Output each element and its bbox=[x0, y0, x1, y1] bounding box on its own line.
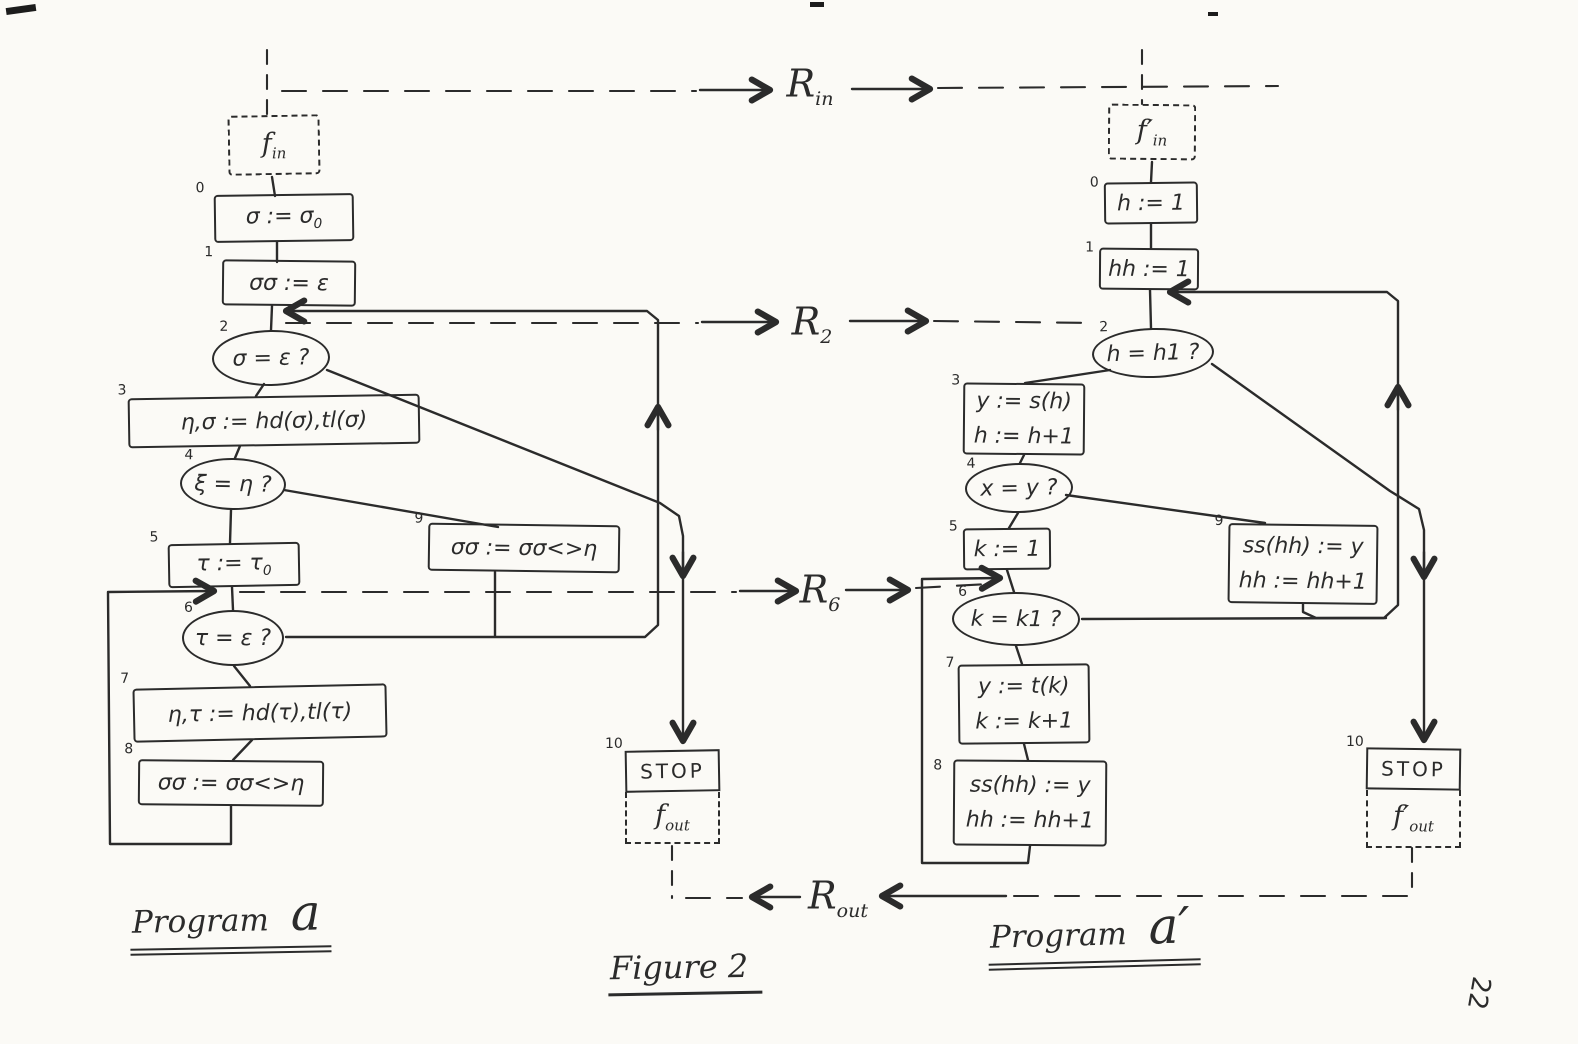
a-node-5-assign: 5 τ := τ0 bbox=[149, 529, 301, 589]
scan-artifact bbox=[1208, 12, 1218, 16]
a-edge-5-6 bbox=[230, 585, 235, 612]
a-loop-8-to-6 bbox=[106, 577, 233, 846]
a-edge-6-7 bbox=[232, 664, 252, 688]
ap-edge-5-6 bbox=[1005, 568, 1016, 594]
ap-node-5-assign: 5 k := 1 bbox=[949, 518, 1052, 571]
a-exit-box: fout bbox=[625, 792, 720, 844]
relation-label-r-out: Rout bbox=[808, 873, 868, 922]
ap-stop-box: STOP bbox=[1365, 747, 1462, 791]
ap-edge-3-4 bbox=[1018, 453, 1026, 465]
a-loop-back-to-2 bbox=[282, 297, 660, 639]
a-node-0-assign: 0 σ := σ0 bbox=[195, 180, 355, 243]
a-entry-box: fin bbox=[227, 114, 321, 176]
a-node-8-assign: 8 σσ := σσ<>η bbox=[124, 741, 325, 807]
scan-artifact bbox=[810, 2, 824, 7]
a-node-9-assign: 9 σσ := σσ<>η bbox=[414, 510, 621, 574]
a-branch-2-to-stop bbox=[325, 368, 697, 745]
a-edge-7-8 bbox=[231, 738, 254, 762]
ap-edge-2-3 bbox=[1023, 368, 1112, 385]
r-6-dash-right bbox=[914, 582, 990, 590]
a-node-1-assign: 1 σσ := ε bbox=[204, 244, 357, 307]
relation-label-r-2: R2 bbox=[791, 299, 833, 348]
ap-exit-box: f′out bbox=[1366, 790, 1461, 848]
a-flow-edges bbox=[106, 175, 697, 846]
ap-loop-back-to-2 bbox=[1080, 278, 1400, 621]
ap-loop-8-to-6 bbox=[920, 564, 1032, 865]
r-in-dash-right bbox=[936, 84, 1280, 90]
ap-node-6-test: 6 k = k1 ? bbox=[951, 584, 1081, 647]
ap-node-7-assign: 7 y := t(k)k := k+1 bbox=[945, 655, 1091, 745]
a-node-7-assign: 7 η,τ := hd(τ),tl(τ) bbox=[120, 671, 388, 743]
a-node-3-assign: 3 η,σ := hd(σ),tl(σ) bbox=[117, 382, 421, 449]
a-stop-node: 10 STOP fout bbox=[605, 736, 721, 844]
a-edge-1-2 bbox=[269, 304, 274, 332]
relation-label-r-in: Rin bbox=[786, 61, 834, 110]
ap-node-3-assign: 3 y := s(h)h := h+1 bbox=[951, 372, 1086, 456]
a-edge-3-4 bbox=[233, 444, 242, 460]
relation-label-r-6: R6 bbox=[799, 567, 841, 616]
a-branch-4-to-9 bbox=[282, 488, 500, 529]
ap-branch-2-to-stop bbox=[1210, 362, 1438, 744]
ap-edge-9-down bbox=[1301, 602, 1388, 620]
a-edge-4-5 bbox=[228, 508, 233, 545]
a-edge-entry-0 bbox=[270, 175, 277, 198]
a-stop-box: STOP bbox=[624, 749, 721, 793]
relation-dashed-lines bbox=[238, 48, 1414, 900]
ap-flow-edges bbox=[920, 160, 1438, 865]
a-node-6-test: 6 τ = ε ? bbox=[182, 600, 284, 666]
ap-edge-entry-0 bbox=[1149, 160, 1154, 184]
relation-arrows bbox=[698, 75, 1008, 911]
a-edge-2-3 bbox=[254, 382, 266, 398]
ap-edge-4-5 bbox=[1007, 511, 1020, 530]
ap-branch-4-to-9 bbox=[1064, 493, 1267, 525]
ap-stop-node: 10 STOP f′out bbox=[1346, 734, 1462, 848]
page-number: 22 bbox=[1460, 974, 1497, 1012]
ap-edge-1-2 bbox=[1148, 288, 1153, 330]
figure-caption: Figure 2 bbox=[607, 946, 763, 997]
ap-edge-7-8 bbox=[1022, 742, 1030, 762]
ap-edge-6-7 bbox=[1014, 644, 1024, 666]
ap-node-0-assign: 0 h := 1 bbox=[1090, 175, 1199, 225]
ap-node-1-assign: 1 hh := 1 bbox=[1085, 240, 1200, 291]
ap-entry-box: f′in bbox=[1107, 103, 1197, 161]
r-2-dash-right bbox=[932, 319, 1098, 325]
